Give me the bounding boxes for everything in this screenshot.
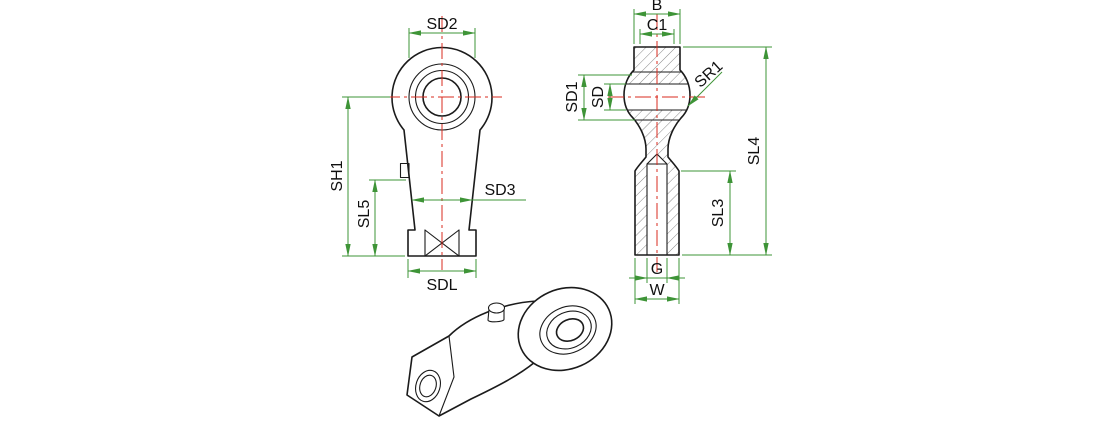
dimension-sh1: SH1 (329, 96, 405, 257)
dimension-sd3: SD3 (411, 182, 526, 203)
isometric-view (406, 286, 613, 417)
iso-grease-nipple-top (487, 302, 506, 314)
iso-thread-hole-inner (419, 374, 437, 398)
iso-housing-ring (539, 305, 597, 355)
dimension-sl5: SL5 (356, 179, 406, 257)
iso-block-facet-edge (438, 335, 455, 417)
dimension-sd1: SD1 (564, 74, 635, 121)
label-sl3: SL3 (710, 199, 727, 228)
dimension-sl3: SL3 (681, 170, 736, 256)
label-sd: SD (590, 86, 607, 108)
label-sdl: SDL (426, 277, 457, 294)
label-sd2: SD2 (426, 16, 457, 33)
label-sd3: SD3 (484, 182, 515, 199)
grease-nipple (399, 162, 410, 179)
iso-ball-ring (546, 310, 592, 350)
label-g: G (651, 261, 663, 278)
label-sd1: SD1 (564, 81, 581, 112)
label-b: B (652, 0, 663, 14)
dimension-sd: SD (590, 83, 626, 111)
iso-bore (555, 318, 585, 342)
dimension-b: B (633, 0, 681, 44)
dimension-c1: C1 (639, 17, 675, 44)
dimension-sdl: SDL (407, 259, 477, 294)
dimension-sl4: SL4 (682, 46, 772, 256)
label-c1: C1 (647, 17, 668, 34)
dimension-g: G (629, 258, 685, 283)
dimension-sd2: SD2 (408, 16, 476, 58)
dimension-sr1: SR1 (687, 58, 727, 107)
label-sl5: SL5 (356, 200, 373, 229)
label-sl4: SL4 (746, 137, 763, 166)
front-view: SD2 SDL SH1 SL5 SD3 (329, 16, 526, 294)
label-sr1: SR1 (692, 58, 727, 92)
iso-head-outer (517, 286, 613, 372)
label-sh1: SH1 (329, 160, 346, 191)
side-view: B C1 SD1 SD SR1 (564, 0, 772, 304)
dimension-w: W (634, 258, 680, 304)
leader-line (687, 71, 723, 107)
label-w: W (649, 282, 665, 299)
front-body-outline (391, 46, 493, 257)
